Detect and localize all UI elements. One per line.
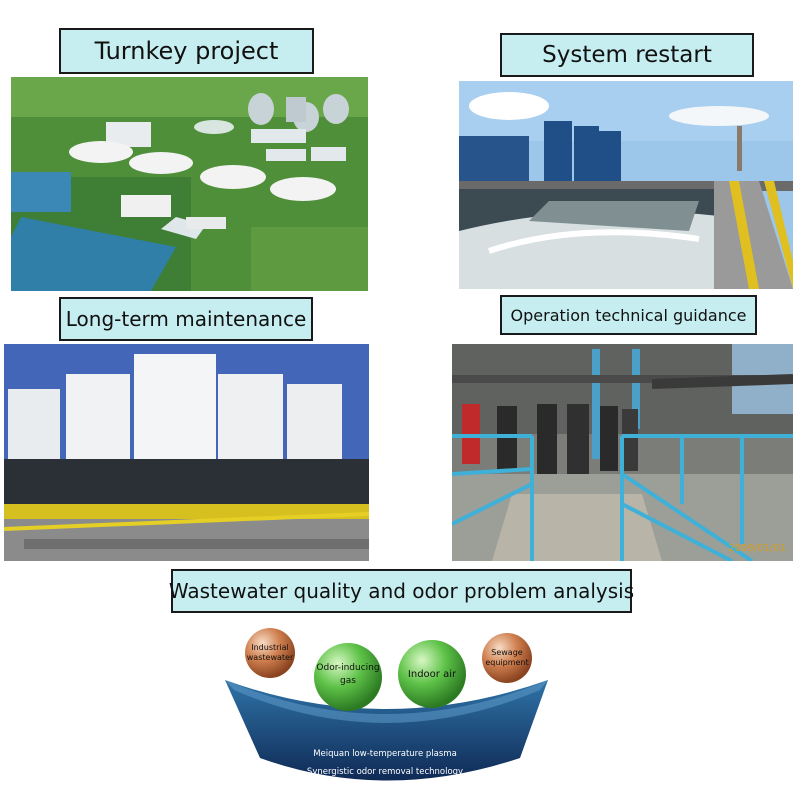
svg-text:gas: gas (340, 676, 356, 686)
turnkey-project-label: Turnkey project (59, 28, 314, 74)
svg-text:Industrial: Industrial (251, 643, 289, 652)
odor-inducing-gas-ball: Odor-inducing gas (314, 643, 382, 711)
maintenance-tanks-image (4, 344, 369, 561)
svg-text:wastewater: wastewater (247, 653, 294, 662)
industrial-wastewater-ball: Industrial wastewater (245, 628, 295, 678)
system-restart-basin-image (459, 81, 793, 289)
long-term-maintenance-label: Long-term maintenance (59, 297, 313, 341)
technical-guidance-site-image: 2009/01/01 (452, 344, 793, 561)
operation-guidance-label: Operation technical guidance (500, 295, 757, 335)
photo-date-stamp: 2009/01/01 (728, 543, 786, 554)
system-restart-label: System restart (500, 33, 754, 77)
svg-text:Odor-inducing: Odor-inducing (316, 663, 379, 673)
basin-shape (225, 680, 548, 781)
svg-text:Indoor air: Indoor air (408, 669, 457, 680)
wastewater-analysis-label: Wastewater quality and odor problem anal… (169, 569, 634, 613)
indoor-air-ball: Indoor air (398, 640, 466, 708)
technology-name-line2: Synergistic odor removal technology (307, 767, 463, 777)
svg-text:Sewage: Sewage (491, 648, 523, 657)
svg-text:equipment: equipment (485, 658, 528, 667)
technology-name-line1: Meiquan low-temperature plasma (313, 749, 457, 759)
sewage-equipment-ball: Sewage equipment (482, 633, 532, 683)
turnkey-plant-aerial-image (11, 77, 368, 291)
odor-removal-diagram: Industrial wastewater Odor-inducing gas … (220, 628, 550, 788)
